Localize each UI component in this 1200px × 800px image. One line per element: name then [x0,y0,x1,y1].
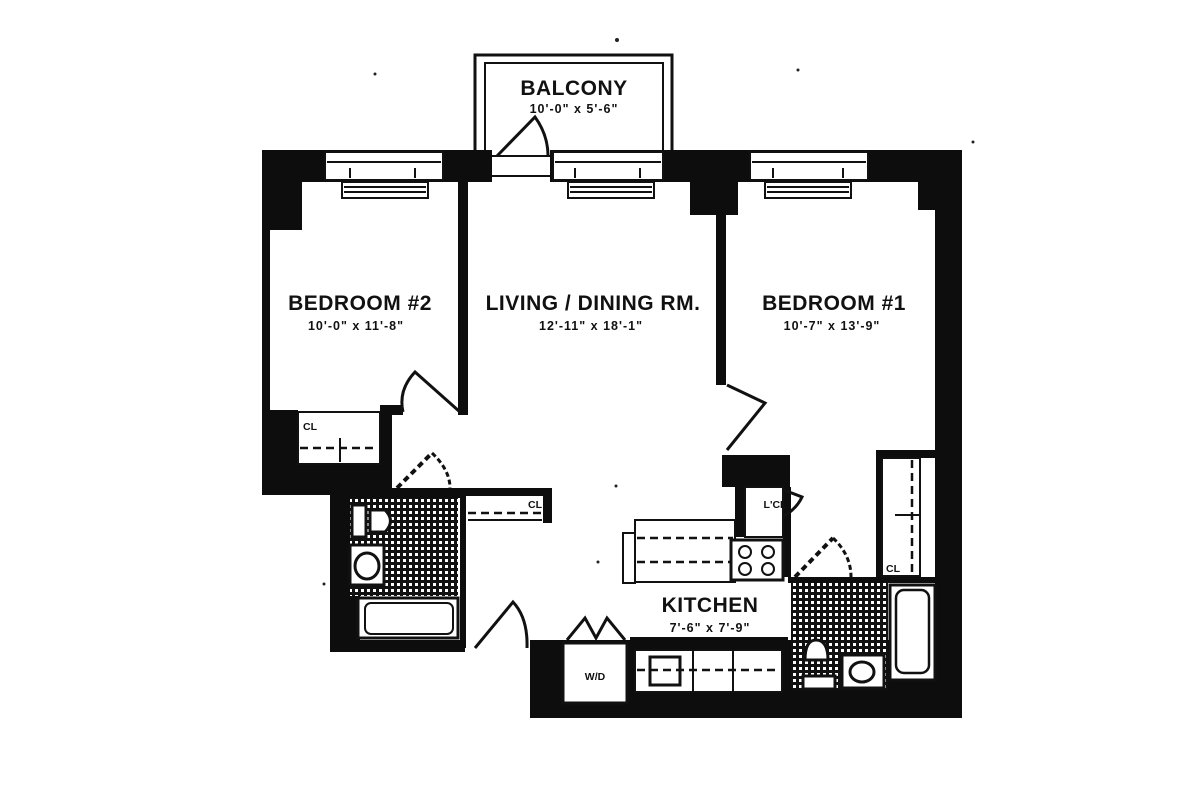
closet-hall: CL [466,496,543,523]
wd-door-swing [565,615,627,642]
scan-specks [322,38,975,586]
bathtub-icon [364,602,454,635]
bath-2-door-swing [395,451,434,490]
counter-end [622,532,636,584]
bedroom-1-door-swing [725,383,768,451]
entry-door-swing [473,599,529,649]
window-bedroom-1 [749,151,869,199]
toilet-bowl-icon [803,638,830,662]
linen-closet-label: L'CL [764,499,787,511]
room-name-kitchen: KITCHEN [662,594,759,617]
room-dim-kitchen: 7'-6" x 7'-9" [670,621,751,635]
closet-bedroom-2: CL [297,411,381,465]
room-name-living-dining: LIVING / DINING RM. [486,292,701,315]
room-name-bedroom-2: BEDROOM #2 [288,292,432,315]
bath-1-door-swing [793,536,835,579]
balcony-door-swing [495,114,550,158]
sink-icon [848,660,876,684]
linen-closet [744,486,784,538]
door-swings [395,369,853,649]
balcony [473,53,674,159]
toilet-tank [350,503,368,539]
bathroom-1 [791,583,937,691]
closet-bedroom-1: CL [881,457,921,577]
kitchen-counter [634,519,736,583]
window-living [552,151,664,199]
closet-label: CL [886,563,901,575]
windows [324,114,869,199]
room-dim-living-dining: 12'-11" x 18'-1" [539,319,643,333]
room-dim-bedroom-2: 10'-0" x 11'-8" [308,319,404,333]
sink-icon [353,551,381,581]
room-name-balcony: BALCONY [520,77,627,100]
bathroom-2 [348,498,460,640]
kitchen: L'CL W/D [561,486,787,705]
washer-dryer-label: W/D [585,671,606,683]
stove-icon [729,538,785,582]
window-bedroom-2 [324,151,444,199]
room-dim-balcony: 10'-0" x 5'-6" [530,102,619,116]
room-name-bedroom-1: BEDROOM #1 [762,292,906,315]
toilet-tank [801,674,837,691]
closet-label: CL [303,421,318,433]
closet-label: CL [528,499,543,511]
washer-dryer [561,641,629,705]
bedroom-2-door-swing [400,369,461,414]
room-dim-bedroom-1: 10'-7" x 13'-9" [784,319,881,333]
toilet-bowl-icon [368,508,392,534]
bathtub-icon [894,588,931,675]
interior-walls [330,180,938,648]
room-labels: BALCONY 10'-0" x 5'-6" BEDROOM #2 10'-0"… [288,77,906,635]
